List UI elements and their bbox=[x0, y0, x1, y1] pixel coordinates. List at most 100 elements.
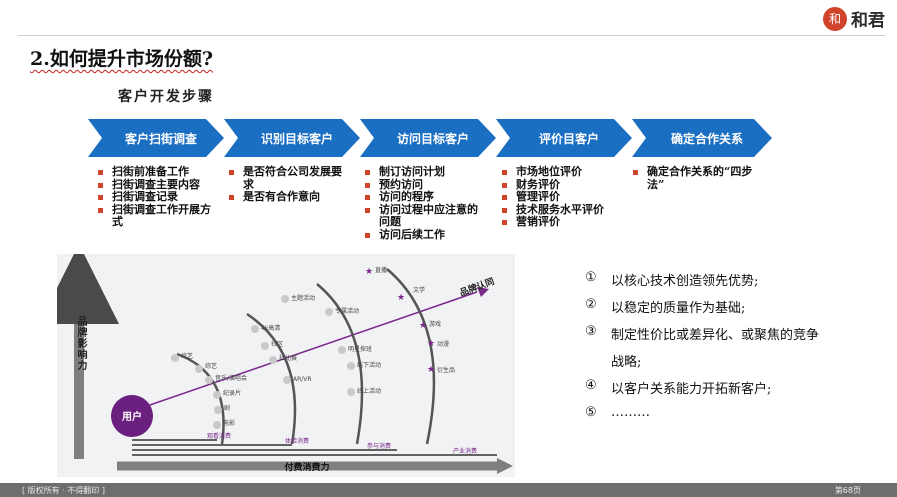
list-item: 战略; bbox=[585, 351, 819, 378]
list-item: 营销评价 bbox=[501, 215, 619, 229]
copyright-text: [ 版权所有 · 不得翻印 ] bbox=[22, 486, 105, 495]
step-arrow-2 bbox=[224, 119, 360, 157]
list-item: 市场地位评价 bbox=[501, 165, 619, 179]
list-item: ③ 制定性价比或差异化、或聚焦的竞争 bbox=[585, 324, 819, 351]
diagram-tag: 剧 bbox=[224, 404, 230, 412]
footer-bar: [ 版权所有 · 不得翻印 ] 第68页 bbox=[0, 483, 897, 497]
list-item: 访问后续工作 bbox=[364, 228, 484, 242]
list-item: 确定合作关系的“四步法” bbox=[632, 165, 757, 191]
logo-text: 和君 bbox=[851, 11, 885, 31]
stage-label: 参与消费 bbox=[367, 442, 391, 450]
star-icon: ★ bbox=[427, 339, 435, 349]
tag-dot bbox=[213, 391, 221, 399]
tag-dot bbox=[269, 356, 277, 364]
point-text: ……… bbox=[611, 405, 650, 420]
diagram-canvas: 用户 品牌认同 观看消费 体验消费 参与消费 产业消费 付费消费力 综艺 综艺 … bbox=[38, 244, 513, 474]
list-item: 管理评价 bbox=[501, 190, 619, 204]
list-item: 是否有合作意向 bbox=[228, 190, 348, 204]
header-divider bbox=[18, 35, 885, 36]
arc-3 bbox=[316, 283, 364, 445]
tag-dot bbox=[338, 346, 346, 354]
point-text: 以客户关系能力开拓新客户; bbox=[611, 382, 772, 397]
stage-label: 产业消费 bbox=[453, 447, 477, 455]
diagram-tag: 衍生品 bbox=[437, 366, 455, 374]
point-text: 制定性价比或差异化、或聚焦的竞争 bbox=[611, 328, 820, 343]
tag-dot bbox=[251, 325, 259, 333]
step-arrow-4 bbox=[496, 119, 632, 157]
diagram-tag: 直播 bbox=[375, 266, 387, 274]
tag-dot bbox=[325, 308, 333, 316]
diagram-tag: 综艺 bbox=[205, 362, 217, 370]
step-arrow-5 bbox=[632, 119, 772, 157]
step-detail-list: 制订访问计划 预约访问 访问的程序 访问过程中应注意的问题 访问后续工作 bbox=[364, 165, 484, 242]
point-text: 以稳定的质量作为基础; bbox=[611, 301, 746, 316]
page-subtitle: 客户开发步骤 bbox=[118, 89, 214, 105]
list-item: 预约访问 bbox=[364, 178, 484, 192]
stage-label: 观看消费 bbox=[207, 432, 231, 440]
list-item: 访问的程序 bbox=[364, 190, 484, 204]
diagram-tag: 社区 bbox=[271, 340, 283, 348]
x-axis-arrowhead bbox=[497, 458, 513, 474]
point-text: 以核心技术创造领先优势; bbox=[611, 274, 759, 289]
y-axis-label: 品牌影响力 bbox=[75, 316, 86, 371]
page-number: 第68页 bbox=[834, 486, 861, 495]
stage-label: 体验消费 bbox=[285, 437, 309, 445]
diagram-tag: 专属活动 bbox=[335, 307, 359, 315]
process-arrows bbox=[88, 119, 772, 157]
tag-dot bbox=[213, 421, 221, 429]
point-text: 战略; bbox=[611, 355, 642, 370]
page-title: 2.如何提升市场份额? bbox=[30, 48, 213, 70]
diagram-tag: 音乐/演唱会 bbox=[215, 374, 247, 382]
diagram-tag: 电影 bbox=[223, 419, 235, 427]
step-arrow-1 bbox=[88, 119, 224, 157]
tag-dot bbox=[283, 376, 291, 384]
diagram-tag: 社比赛 bbox=[279, 354, 297, 362]
diagram-tag: 主题活动 bbox=[291, 294, 315, 302]
diagram-tag: 综艺 bbox=[181, 352, 193, 360]
logo-mark: 和 bbox=[823, 6, 847, 31]
tag-dot bbox=[281, 295, 289, 303]
list-item: 财务评价 bbox=[501, 178, 619, 192]
diagram-tag: 线下活动 bbox=[357, 361, 381, 369]
star-icon: ★ bbox=[397, 293, 405, 303]
arc-2 bbox=[246, 312, 297, 445]
diagram-tag: 动漫 bbox=[437, 340, 449, 348]
brand-label: 品牌认同 bbox=[458, 275, 496, 299]
x-axis-label: 付费消费力 bbox=[284, 461, 329, 473]
user-circle bbox=[111, 395, 153, 437]
diagram-tag: 游戏 bbox=[429, 320, 441, 328]
tag-dot bbox=[205, 376, 213, 384]
process-steps: 客户扫街调查 识别目标客户 访问目标客户 评价目客户 确定合作关系 bbox=[88, 119, 774, 157]
list-item: 扫街调查工作开展方式 bbox=[97, 203, 215, 229]
step-arrow-3 bbox=[360, 119, 496, 157]
brand-influence-diagram: 用户 品牌认同 观看消费 体验消费 参与消费 产业消费 付费消费力 综艺 综艺 … bbox=[38, 244, 515, 477]
tag-dot bbox=[347, 388, 355, 396]
tag-dot bbox=[214, 406, 222, 414]
company-logo: 和 和君 bbox=[823, 6, 885, 31]
diagram-tag: 线上活动 bbox=[357, 387, 381, 395]
diagram-center-label: 用户 bbox=[121, 410, 142, 423]
list-item: 技术服务水平评价 bbox=[501, 203, 619, 217]
point-number: ⑤ bbox=[585, 405, 597, 420]
point-number: ③ bbox=[585, 324, 597, 339]
star-icon: ★ bbox=[365, 267, 373, 277]
arc-4 bbox=[386, 268, 436, 445]
step-detail-list: 扫街前准备工作 扫街调查主要内容 扫街调查记录 扫街调查工作开展方式 bbox=[97, 165, 215, 229]
diagram-tag: 纪录片 bbox=[223, 389, 241, 397]
tag-dot bbox=[195, 365, 203, 373]
list-item: 访问过程中应注意的问题 bbox=[364, 203, 484, 229]
star-icon: ★ bbox=[419, 321, 427, 331]
list-item: 扫街前准备工作 bbox=[97, 165, 215, 179]
star-icon: ★ bbox=[427, 365, 435, 375]
tag-dot bbox=[347, 362, 355, 370]
arc-1 bbox=[176, 352, 225, 445]
step-detail-list: 是否符合公司发展要求 是否有合作意向 bbox=[228, 165, 348, 204]
brand-arrowhead bbox=[477, 287, 489, 297]
step-detail-list: 市场地位评价 财务评价 管理评价 技术服务水平评价 营销评价 bbox=[501, 165, 619, 229]
list-item: 制订访问计划 bbox=[364, 165, 484, 179]
tag-dot bbox=[171, 354, 179, 362]
